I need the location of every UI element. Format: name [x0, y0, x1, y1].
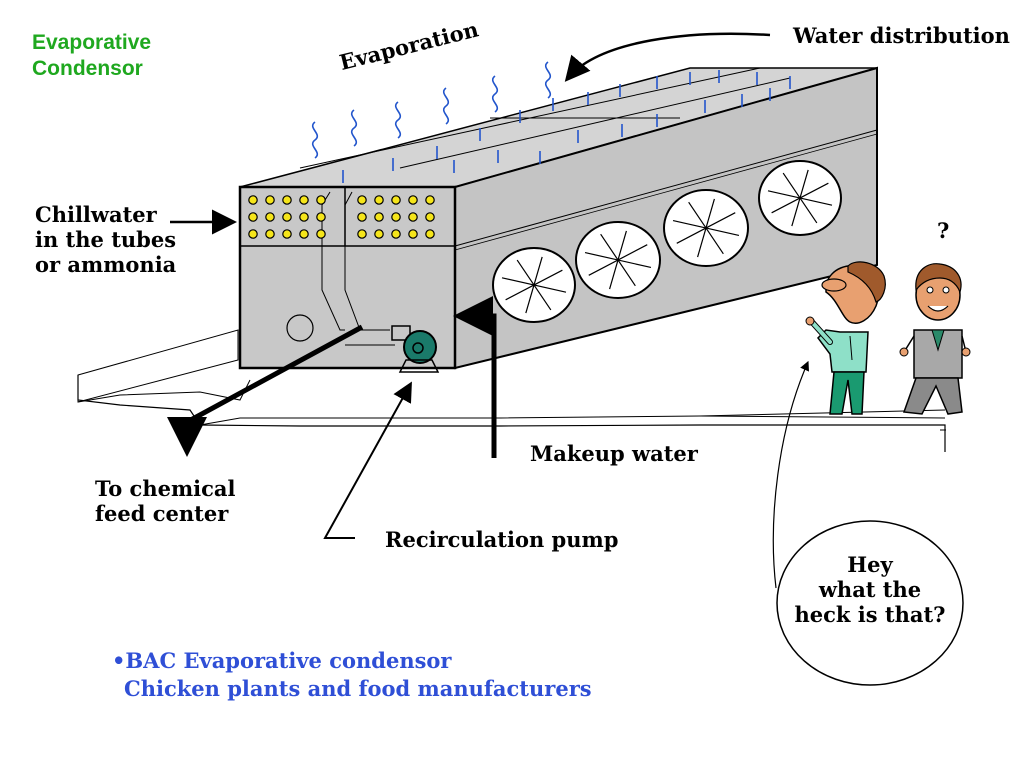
chillwater-label: Chillwater in the tubes or ammonia [35, 202, 176, 277]
title-line-1: Evaporative [32, 31, 152, 54]
makeup-water-arrow [453, 296, 497, 458]
chemical-feed-line [167, 324, 364, 457]
speech-line-3: heck is that? [794, 602, 946, 627]
person-standing-icon [899, 263, 971, 415]
bullet-line-1: •BAC Evaporative condensor [112, 648, 452, 673]
drain-outlet [286, 314, 314, 342]
evaporation-wave-icon [442, 87, 450, 125]
tube-dot [248, 195, 258, 205]
chemical-line-1: To chemical [95, 476, 236, 501]
water-distribution-arrow [564, 32, 771, 82]
tube-dot [408, 229, 418, 239]
tube-dot [265, 212, 275, 222]
fan-icon [575, 221, 661, 299]
tube-dot [248, 229, 258, 239]
arrows [167, 32, 810, 589]
water-distribution-lines [299, 67, 791, 169]
tube-dot [391, 229, 401, 239]
tube-dot [408, 195, 418, 205]
bullet-list: •BAC Evaporative condensor Chicken plant… [112, 647, 592, 703]
tube-dot [357, 212, 367, 222]
chemical-line-2: feed center [95, 501, 229, 526]
chillwater-line-1: Chillwater [35, 202, 157, 227]
evaporation-wave-icon [544, 61, 552, 99]
tube-dot [374, 212, 384, 222]
tube-array-right [357, 195, 435, 239]
tube-dot [316, 212, 326, 222]
fan-icon [663, 189, 749, 267]
chillwater-line-3: or ammonia [35, 252, 177, 277]
fan-icon [758, 160, 842, 236]
tube-dot [391, 195, 401, 205]
floor-slab [77, 329, 946, 452]
chillwater-line-2: in the tubes [35, 227, 177, 252]
speech-bubble-tail [772, 360, 810, 589]
bullet-line-2: Chicken plants and food manufacturers [124, 676, 592, 701]
tube-dot [357, 229, 367, 239]
tube-dot [248, 212, 258, 222]
tube-array-left [248, 195, 326, 239]
speech-bubble [776, 520, 964, 686]
tube-dot [425, 229, 435, 239]
tube-dot [282, 212, 292, 222]
tube-dot [374, 195, 384, 205]
tube-dot [374, 229, 384, 239]
fan-row [492, 160, 842, 323]
evaporation-wave-icon [491, 75, 499, 113]
title-line-2: Condensor [32, 57, 143, 80]
question-mark: ? [937, 218, 950, 243]
evaporation-waves [311, 61, 552, 159]
tube-dot [299, 195, 309, 205]
recirculation-pump-label: Recirculation pump [385, 527, 619, 552]
tube-dot [265, 229, 275, 239]
tube-dot [316, 195, 326, 205]
chemical-feed-label: To chemical feed center [95, 476, 236, 526]
tube-dot [299, 229, 309, 239]
evaporation-wave-icon [350, 109, 358, 147]
tube-dot [265, 195, 275, 205]
tube-dot [282, 195, 292, 205]
tube-dot [299, 212, 309, 222]
tube-dot [316, 229, 326, 239]
fan-icon [492, 247, 576, 323]
speech-line-2: what the [818, 577, 922, 602]
person-pointing-icon [805, 261, 886, 415]
diagram-title: Evaporative Condensor [32, 30, 151, 82]
tube-dot [357, 195, 367, 205]
tube-dot [425, 212, 435, 222]
tube-dot [391, 212, 401, 222]
makeup-water-label: Makeup water [530, 441, 698, 466]
tube-dot [408, 212, 418, 222]
recirculation-pump-icon [391, 325, 440, 373]
speech-bubble-text: Hey what the heck is that? [780, 552, 960, 627]
evaporation-wave-icon [311, 121, 319, 159]
evaporation-wave-icon [394, 101, 402, 139]
tube-dot [425, 195, 435, 205]
tube-dot [282, 229, 292, 239]
water-drops [342, 70, 791, 183]
water-distribution-label: Water distribution [793, 23, 1010, 48]
speech-line-1: Hey [847, 552, 893, 577]
recirculation-pump-arrow [323, 381, 412, 539]
